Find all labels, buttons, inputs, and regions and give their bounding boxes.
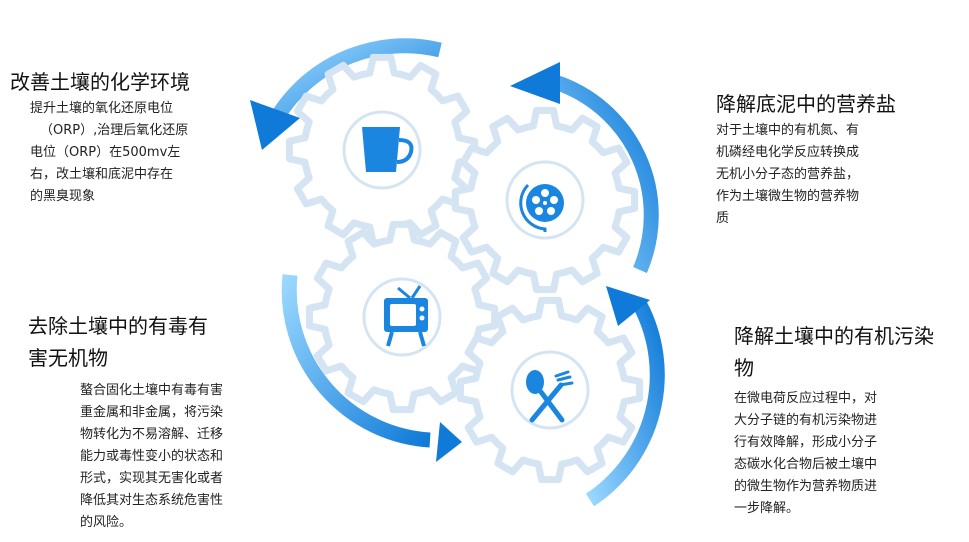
top-left-text-block: 改善土壤的化学环境 提升土壤的氧化还原电位 （ORP）,治理后氧化还原 电位（O… [10, 66, 250, 208]
bottom-left-body-line: 重金属和非金属，将污染 [80, 405, 224, 420]
arrow-top-right [510, 62, 659, 273]
bottom-left-body-line: 螯合固化土壤中有毒有害 [80, 383, 224, 398]
fork-spoon-icon [526, 370, 574, 423]
arrow-bottom-right [585, 286, 665, 507]
bottom-left-body-line: 形式，实现其无害化或者 [80, 471, 224, 486]
top-left-body-line: 右，改土壤和底泥中存在 [30, 167, 174, 182]
bottom-left-body-line: 降低其对生态系统危害性 [80, 493, 224, 508]
bottom-right-body-line: 态碳水化合物后被土壤中 [734, 457, 878, 472]
bottom-right-body-line: 行有效降解，形成小分子 [734, 435, 878, 450]
bottom-right-body-line: 大分子链的有机污染物进 [734, 413, 878, 428]
top-right-text-block: 降解底泥中的营养盐 对于土壤中的有机氮、有 机磷经电化学反应转换成 无机小分子态… [716, 88, 956, 230]
top-right-body-line: 对于土壤中的有机氮、有 [716, 123, 860, 138]
bottom-left-body-line: 的风险。 [80, 515, 133, 530]
top-left-body-line: 的黑臭现象 [30, 189, 96, 204]
bottom-left-body-line: 能力或毒性变小的状态和 [80, 449, 224, 464]
top-right-title: 降解底泥中的营养盐 [716, 92, 896, 116]
cup-icon [362, 127, 414, 172]
bottom-right-title-line: 物 [734, 356, 754, 380]
bottom-right-body-line: 一步降解。 [734, 501, 800, 516]
arrow-bottom-left [281, 274, 462, 462]
bottom-right-title-line: 降解土壤中的有机污染 [734, 324, 934, 348]
bottom-left-title-line: 去除土壤中的有毒有 [28, 314, 208, 338]
arrow-top-left [250, 38, 442, 150]
top-left-body-line: 提升土壤的氧化还原电位 [30, 101, 174, 116]
top-right-body-line: 机磷经电化学反应转换成 [716, 145, 860, 160]
bottom-right-body-line: 的微生物作为营养物质进 [734, 479, 878, 494]
bottom-left-title-line: 害无机物 [28, 346, 108, 370]
bottom-left-text-block: 去除土壤中的有毒有 害无机物 螯合固化土壤中有毒有害 重金属和非金属，将污染 物… [28, 310, 278, 534]
bottom-left-body-line: 物转化为不易溶解、迁移 [80, 427, 224, 442]
top-left-body-line: 电位（ORP）在500mv左 [30, 145, 181, 160]
top-right-body-line: 质 [716, 211, 730, 226]
top-right-body-line: 作为土壤微生物的营养物 [716, 189, 860, 204]
bottom-right-text-block: 降解土壤中的有机污染 物 在微电荷反应过程中，对 大分子链的有机污染物进 行有效… [734, 320, 966, 520]
tv-icon [384, 285, 428, 347]
top-right-body-line: 无机小分子态的营养盐， [716, 167, 860, 182]
bottom-right-body-line: 在微电荷反应过程中，对 [734, 391, 878, 406]
top-left-title: 改善土壤的化学环境 [10, 70, 190, 94]
film-reel-icon [519, 183, 564, 232]
top-left-body-line: （ORP）,治理后氧化还原 [40, 123, 189, 138]
